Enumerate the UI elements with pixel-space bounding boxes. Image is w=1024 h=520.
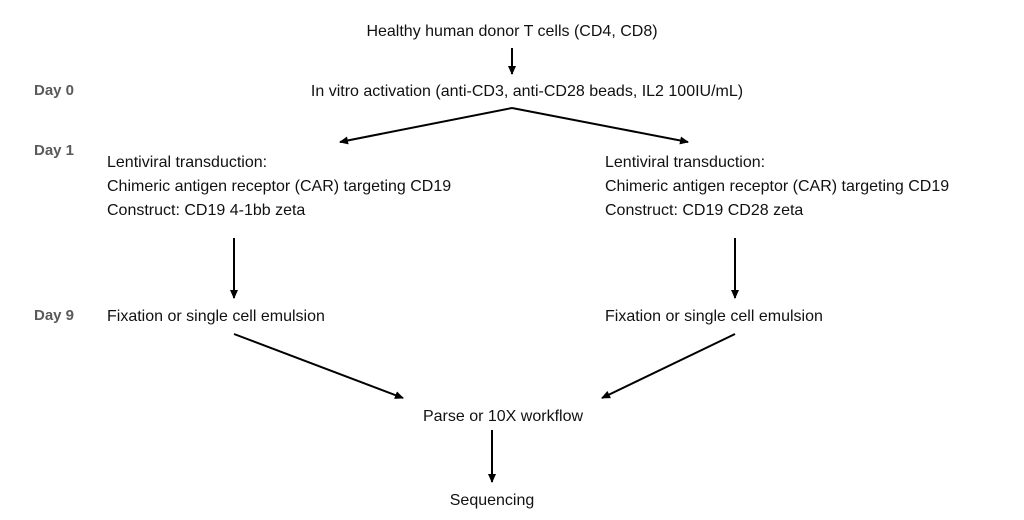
left-fixation-node: Fixation or single cell emulsion [107, 308, 325, 325]
left-transduction-line-1: Lentiviral transduction: [107, 154, 268, 171]
workflow-node: Parse or 10X workflow [422, 408, 584, 425]
right-transduction-node: Lentiviral transduction: Chimeric antige… [605, 151, 949, 223]
left-transduction-node: Lentiviral transduction: Chimeric antige… [107, 151, 451, 223]
arrow-left-fixation-to-workflow [233, 333, 404, 399]
right-transduction-line-3: Construct: CD19 CD28 zeta [605, 202, 804, 219]
day-0-label: Day 0 [34, 82, 75, 99]
activation-node: In vitro activation (anti-CD3, anti-CD28… [310, 83, 744, 100]
right-transduction-line-1: Lentiviral transduction: [605, 154, 766, 171]
arrow-right-fixation-to-workflow [601, 333, 736, 399]
donor-cells-node: Healthy human donor T cells (CD4, CD8) [366, 23, 658, 40]
arrow-activation-to-right [511, 107, 689, 145]
day-1-label: Day 1 [34, 142, 75, 159]
day-9-label: Day 9 [34, 307, 75, 324]
left-transduction-line-2: Chimeric antigen receptor (CAR) targetin… [107, 178, 452, 195]
left-transduction-line-3: Construct: CD19 4-1bb zeta [107, 202, 306, 219]
right-fixation-node: Fixation or single cell emulsion [605, 308, 823, 325]
sequencing-node: Sequencing [449, 492, 535, 509]
arrow-activation-to-left [339, 107, 513, 145]
right-transduction-line-2: Chimeric antigen receptor (CAR) targetin… [605, 178, 950, 195]
